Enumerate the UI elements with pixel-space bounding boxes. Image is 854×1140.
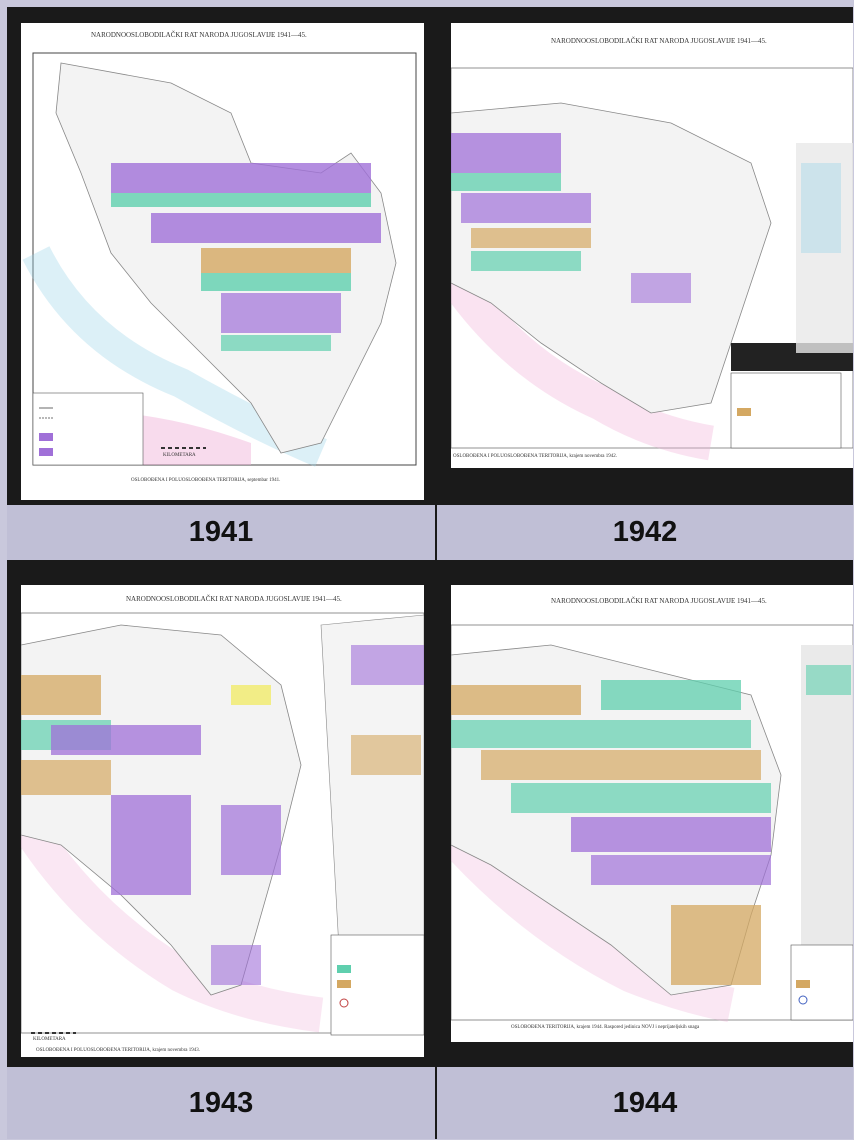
map-title: NARODNOOSLOBODILAČKI RAT NARODA JUGOSLAV… bbox=[551, 37, 767, 45]
scale-label: KILOMETARA bbox=[163, 453, 196, 458]
scale-label: KILOMETARA bbox=[33, 1037, 66, 1042]
map-panel-1944[interactable]: NARODNOOSLOBODILAČKI RAT NARODA JUGOSLAV… bbox=[451, 585, 853, 1042]
map-panel-1943[interactable]: NARODNOOSLOBODILAČKI RAT NARODA JUGOSLAV… bbox=[21, 585, 424, 1057]
year-label-1943: 1943 bbox=[7, 1067, 435, 1139]
year-label-1941: 1941 bbox=[7, 505, 435, 560]
map-1941 bbox=[22, 52, 417, 467]
map-title: NARODNOOSLOBODILAČKI RAT NARODA JUGOSLAV… bbox=[551, 597, 767, 605]
map-panel-1942[interactable]: NARODNOOSLOBODILAČKI RAT NARODA JUGOSLAV… bbox=[451, 23, 853, 468]
map-title: NARODNOOSLOBODILAČKI RAT NARODA JUGOSLAV… bbox=[126, 595, 342, 603]
map-grid: NARODNOOSLOBODILAČKI RAT NARODA JUGOSLAV… bbox=[7, 7, 853, 1139]
year-label-1942: 1942 bbox=[437, 505, 853, 560]
map-1942 bbox=[451, 67, 853, 461]
map-panel-1941[interactable]: NARODNOOSLOBODILAČKI RAT NARODA JUGOSLAV… bbox=[21, 23, 424, 500]
map-1943 bbox=[21, 612, 424, 1036]
map-footer: OSLOBOĐENA I POLUOSLOBOĐENA TERITORIJA, … bbox=[36, 1048, 200, 1053]
year-label-1944: 1944 bbox=[437, 1067, 853, 1139]
map-footer: OSLOBOĐENA I POLUOSLOBOĐENA TERITORIJA, … bbox=[453, 454, 617, 459]
map-1944 bbox=[451, 624, 853, 1023]
map-footer: OSLOBOĐENA TERITORIJA, krajem 1944. Rasp… bbox=[511, 1025, 700, 1030]
map-footer: OSLOBOĐENA I POLUOSLOBOĐENA TERITORIJA, … bbox=[131, 478, 281, 483]
map-title: NARODNOOSLOBODILAČKI RAT NARODA JUGOSLAV… bbox=[91, 31, 307, 39]
